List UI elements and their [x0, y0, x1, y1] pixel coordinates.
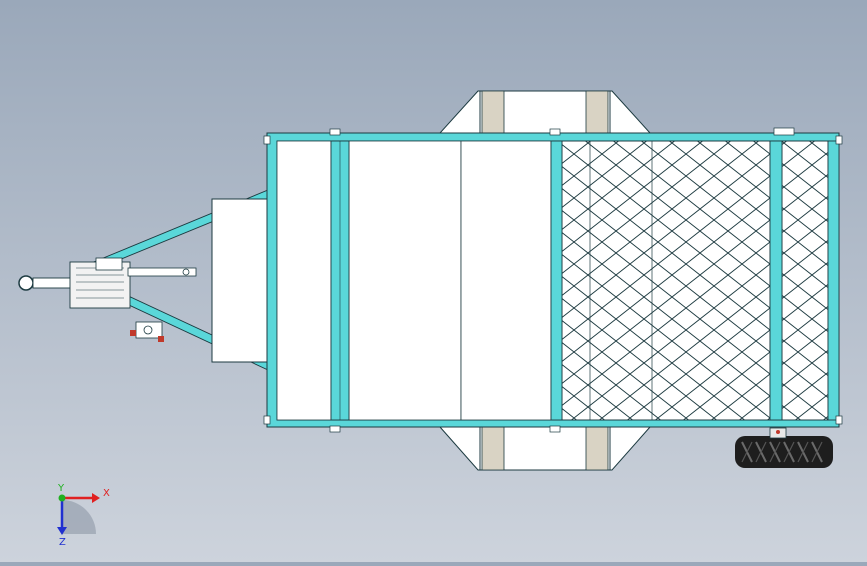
top-fender [439, 90, 651, 134]
mesh-floor-main [561, 140, 771, 421]
top-wheel-well-left [481, 90, 505, 134]
floor-panel-middle-left [348, 140, 462, 421]
spare-tyre [735, 436, 833, 468]
coordinate-triad: X Y Z [57, 483, 110, 548]
jockey-wheel-clamp [127, 267, 197, 277]
rear-member [827, 140, 840, 421]
y-axis-dot [58, 494, 66, 502]
tow-ball-coupler [18, 275, 34, 291]
bottom-wheel-well-right [585, 426, 609, 471]
cross-member-2 [550, 140, 563, 421]
hand-brake [135, 321, 163, 339]
cross-member-3 [769, 140, 783, 421]
spare-wheel [735, 427, 833, 468]
y-axis-label: Y [57, 483, 65, 494]
floor-panel-middle-right [460, 140, 552, 421]
bottom-wheel-well-left [481, 426, 505, 471]
x-axis-label: X [103, 488, 110, 499]
mesh-floor-rear [781, 140, 829, 421]
coupling-assembly [18, 257, 197, 342]
main-chassis [263, 127, 843, 433]
bottom-fender [439, 426, 651, 471]
z-axis-label: Z [59, 537, 66, 548]
top-wheel-well-right [585, 90, 609, 134]
floor-panel-front [276, 140, 332, 421]
drawbar-plate [211, 198, 273, 363]
drawbar-a-frame [83, 189, 273, 371]
